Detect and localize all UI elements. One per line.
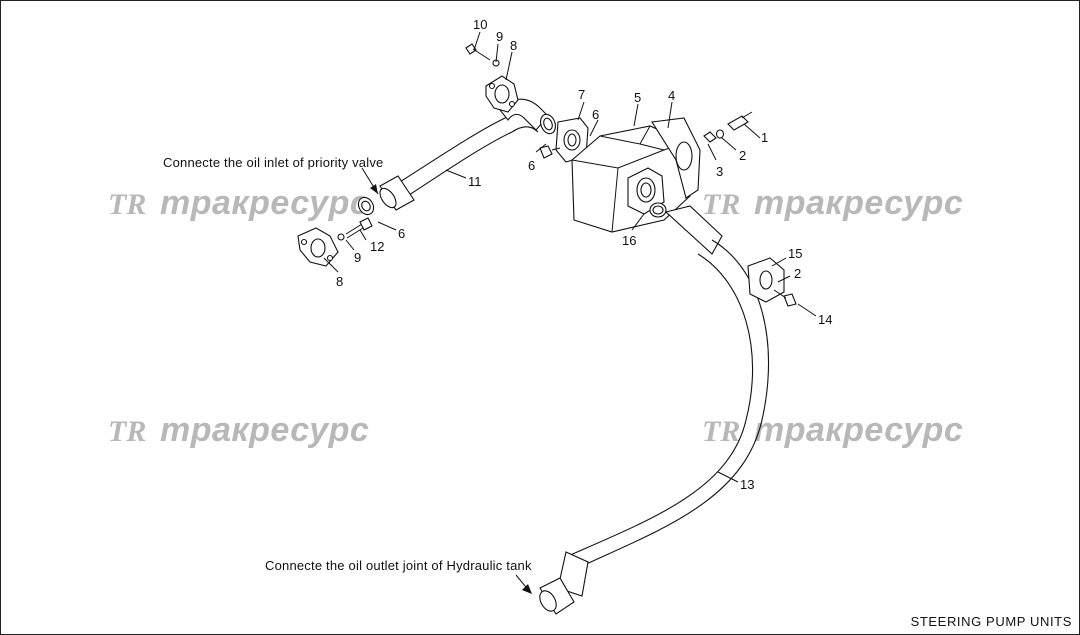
inlet-hose — [379, 98, 549, 211]
watermark-top-right: TR тракресурс — [702, 184, 963, 222]
callout-4: 4 — [668, 88, 675, 103]
leader-lines — [323, 31, 817, 594]
callout-10: 10 — [473, 17, 487, 32]
watermark-text: тракресурс — [160, 184, 369, 222]
diagram-title: STEERING PUMP UNITS — [911, 614, 1072, 629]
seal-ring-outlet — [649, 202, 667, 218]
watermark-text: тракресурс — [160, 411, 369, 449]
callout-13: 13 — [740, 477, 754, 492]
callout-7: 7 — [578, 87, 585, 102]
flange-adapter — [539, 117, 589, 163]
callout-11: 11 — [468, 174, 482, 189]
callout-9: 9 — [496, 29, 503, 44]
inlet-note: Connecte the oil inlet of priority valve — [163, 155, 383, 170]
callout-numbers: 10 9 8 7 6 6 5 4 1 2 3 16 11 6 12 9 8 15… — [336, 17, 832, 492]
watermark-text: тракресурс — [754, 184, 963, 222]
outlet-note: Connecte the oil outlet joint of Hydraul… — [265, 558, 532, 573]
callout-2: 2 — [739, 148, 746, 163]
watermark-text: тракресурс — [754, 411, 963, 449]
callout-3: 3 — [716, 164, 723, 179]
top-flange — [465, 43, 519, 113]
callout-16: 16 — [622, 233, 636, 248]
callout-1: 1 — [761, 130, 768, 145]
callout-15: 15 — [788, 246, 802, 261]
mounting-bolt-set — [703, 111, 753, 143]
seal-ring-top — [540, 113, 556, 135]
callout-6: 6 — [398, 226, 405, 241]
suction-hose — [539, 205, 797, 615]
watermark-bottom-left: TR тракресурс — [108, 411, 369, 449]
callout-8: 8 — [336, 274, 343, 289]
callout-6: 6 — [592, 107, 599, 122]
watermark-logo: TR — [702, 415, 740, 448]
callout-12: 12 — [370, 239, 384, 254]
watermark-top-left: TR тракресурс — [108, 184, 369, 222]
watermark-logo: TR — [702, 188, 740, 221]
callout-8: 8 — [510, 38, 517, 53]
callout-2: 2 — [794, 266, 801, 281]
watermark-logo: TR — [108, 188, 146, 221]
inlet-lower-fittings — [297, 196, 375, 267]
callout-5: 5 — [634, 90, 641, 105]
callout-6: 6 — [528, 158, 535, 173]
watermark-logo: TR — [108, 415, 146, 448]
watermark-bottom-right: TR тракресурс — [702, 411, 963, 449]
callout-14: 14 — [818, 312, 832, 327]
callout-9: 9 — [354, 250, 361, 265]
